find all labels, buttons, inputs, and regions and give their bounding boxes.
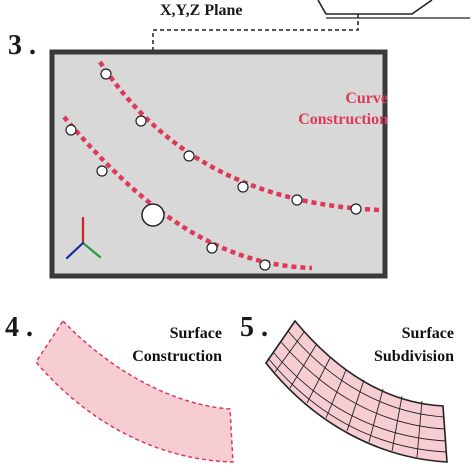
curve-lower <box>62 115 313 271</box>
plane-label: X,Y,Z Plane <box>160 2 243 19</box>
curve-upper <box>98 60 381 213</box>
surface-construction-line-1: Surface <box>169 325 222 342</box>
control-point <box>96 165 108 177</box>
surface-construction-shape <box>35 319 234 463</box>
surface-subdivision-line-1: Surface <box>401 325 454 342</box>
control-point <box>350 203 362 215</box>
curve-label-line-2: Construction <box>298 111 388 128</box>
surface-construction-line-2: Construction <box>132 348 222 365</box>
selected-point <box>141 203 165 227</box>
axis-gizmo-icon <box>65 216 102 260</box>
surface-subdivision-line-2: Subdivision <box>373 348 454 365</box>
step-4-number: 4 . <box>5 312 33 343</box>
curve-construction-label: Curve Construction <box>268 88 388 130</box>
control-point <box>100 68 112 80</box>
curve-label-line-1: Curve <box>345 90 388 107</box>
control-point <box>183 150 195 162</box>
surface-construction-label: Surface Construction <box>100 322 222 368</box>
step-5-number: 5 . <box>240 312 268 343</box>
control-point <box>237 181 249 193</box>
subdivision-grid <box>267 330 447 458</box>
control-points <box>65 68 362 271</box>
curve-panel <box>49 49 388 279</box>
plane-connector-line <box>152 14 359 186</box>
surface-subdivision-label: Surface Subdivision <box>330 322 454 368</box>
control-point <box>65 124 77 136</box>
control-point <box>135 115 147 127</box>
partial-plane-shape <box>317 0 433 15</box>
step-3-number: 3 . <box>8 30 36 61</box>
control-point <box>259 259 271 271</box>
control-point <box>291 194 303 206</box>
control-point <box>206 242 218 254</box>
